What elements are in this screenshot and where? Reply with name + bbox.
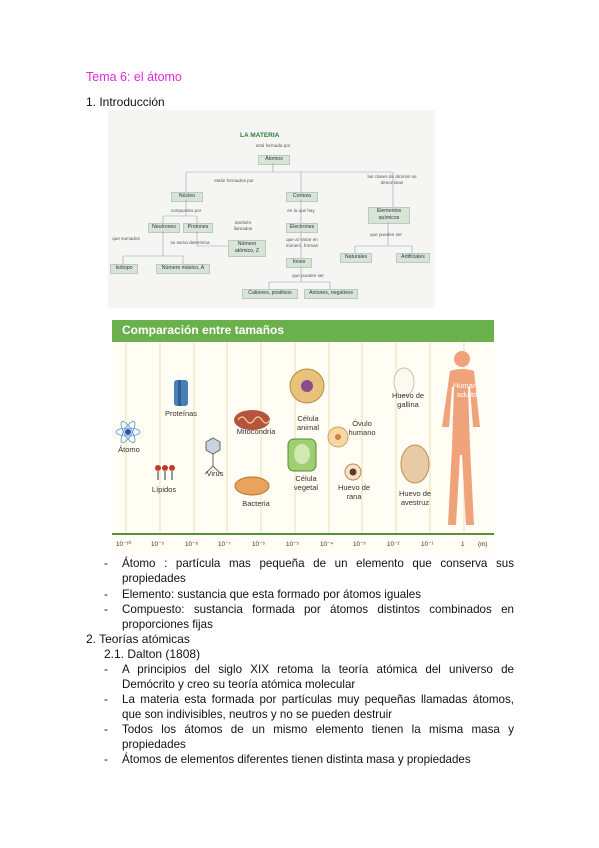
box-nucleo: Núcleo: [171, 192, 203, 202]
human-silhouette-icon: [442, 351, 480, 525]
diagram-label: está formada por: [255, 143, 291, 148]
subsection-dalton: 2.1. Dalton (1808): [104, 647, 201, 661]
diagram-label: que pueden ser: [292, 273, 324, 278]
box-neutrones: Neutrones: [148, 223, 180, 233]
list-item: -Elemento: sustancia que esta formado po…: [104, 588, 422, 601]
box-elementos: Elementos químicos: [368, 207, 410, 224]
list-item: -Todos los átomos de un mismo elemento t…: [104, 723, 514, 752]
box-atomos: Átomos: [258, 155, 290, 165]
tick-label: 1: [461, 541, 465, 548]
tick-label: 10⁻⁶: [252, 541, 265, 548]
box-electrones: Electrones: [286, 223, 318, 233]
diagram-connectors: [122, 163, 413, 289]
label-mitocondria: Mitocondria: [236, 427, 276, 436]
list-item: -Átomo : partícula mas pequeña de un ele…: [104, 557, 514, 586]
comparison-header: [112, 320, 494, 342]
virus-icon: [204, 437, 222, 475]
frog-egg-icon: [344, 463, 362, 481]
page-title: Tema 6: el átomo: [86, 70, 182, 84]
diagram-title: LA MATERIA: [240, 132, 280, 139]
atom-icon: [115, 421, 141, 443]
box-naturales: Naturales: [340, 253, 372, 263]
section-teorias: 2. Teorías atómicas: [86, 632, 190, 646]
tick-label: 10⁻⁴: [320, 541, 334, 548]
animal-cell-icon: [289, 368, 325, 404]
bacteria-icon: [234, 476, 270, 496]
tick-label: 10⁻⁷: [218, 541, 231, 548]
box-numero-masico: Número másico, A: [156, 264, 210, 274]
tick-label: 10⁻⁹: [151, 541, 165, 548]
comparison-illustrations: [115, 342, 480, 533]
list-item: -Átomos de elementos diferentes tienen d…: [104, 753, 471, 766]
box-aniones: Aniones, negativos: [304, 289, 358, 299]
label-huevo-gallina: Huevo de gallina: [391, 391, 425, 409]
box-protones: Protones: [183, 223, 213, 233]
box-artificiales: Artificiales: [396, 253, 430, 263]
tick-label: 10⁻¹: [421, 541, 434, 548]
box-corteza: Corteza: [286, 192, 318, 202]
label-lipidos: Lípidos: [151, 485, 177, 494]
label-huevo-avestruz: Huevo de avestruz: [398, 489, 432, 507]
protein-icon: [174, 380, 188, 406]
diagram-label: están formados por: [214, 178, 254, 183]
size-comparison-figure: Comparación entre tamaños: [112, 320, 494, 554]
ovum-icon: [327, 426, 349, 448]
box-isotopo: Isótopo: [110, 264, 138, 274]
list-item: -A principios del siglo XIX retoma la te…: [104, 663, 514, 692]
box-iones: Iones: [286, 258, 312, 268]
chicken-egg-icon: [393, 367, 415, 397]
tick-label: (m): [478, 541, 488, 548]
section-introduccion: 1. Introducción: [86, 95, 165, 109]
label-celula-vegetal: Célula vegetal: [293, 474, 319, 492]
label-proteinas: Proteínas: [164, 409, 198, 418]
label-virus: Virus: [206, 469, 224, 478]
box-numero-atomico: Número atómico, Z: [228, 240, 266, 257]
diagram-label: que pueden ser: [370, 232, 402, 237]
tick-label: 10⁻¹⁰: [116, 541, 131, 548]
label-bacteria: Bacteria: [242, 499, 270, 508]
box-cationes: Cationes, positivos: [242, 289, 298, 299]
tick-label: 10⁻²: [387, 541, 400, 548]
diagram-label: las clases de átomos se denominan: [367, 174, 417, 185]
diagram-label: que sumados: [112, 236, 140, 241]
tick-label: 10⁻⁸: [185, 541, 198, 548]
label-celula-animal: Célula animal: [296, 414, 320, 432]
label-atomo: Átomo: [118, 445, 140, 454]
mitochondria-icon: [234, 410, 271, 430]
label-ovulo-humano: Óvulo humano: [348, 419, 376, 437]
label-huevo-rana: Huevo de rana: [337, 483, 371, 501]
list-item: -La materia esta formada por partículas …: [104, 693, 514, 722]
diagram-label: su suma determina: [170, 240, 210, 245]
diagram-label: también llamados: [233, 220, 253, 231]
lipid-icon: [155, 465, 175, 480]
materia-concept-map: LA MATERIA está formada por Átomos están…: [108, 110, 435, 308]
comparison-title: Comparación entre tamaños: [122, 323, 285, 337]
diagram-label: que al variar en número, forman: [285, 237, 319, 248]
ostrich-egg-icon: [400, 444, 430, 484]
tick-label: 10⁻³: [353, 541, 366, 548]
list-item: -Compuesto: sustancia formada por átomos…: [104, 603, 514, 632]
plant-cell-icon: [287, 438, 317, 472]
scale-axis: 10⁻¹⁰ 10⁻⁹ 10⁻⁸ 10⁻⁷ 10⁻⁶ 10⁻⁵ 10⁻⁴ 10⁻³…: [112, 533, 494, 554]
tick-label: 10⁻⁵: [286, 541, 299, 548]
label-humano-adulto: Humano adulto: [452, 381, 482, 399]
